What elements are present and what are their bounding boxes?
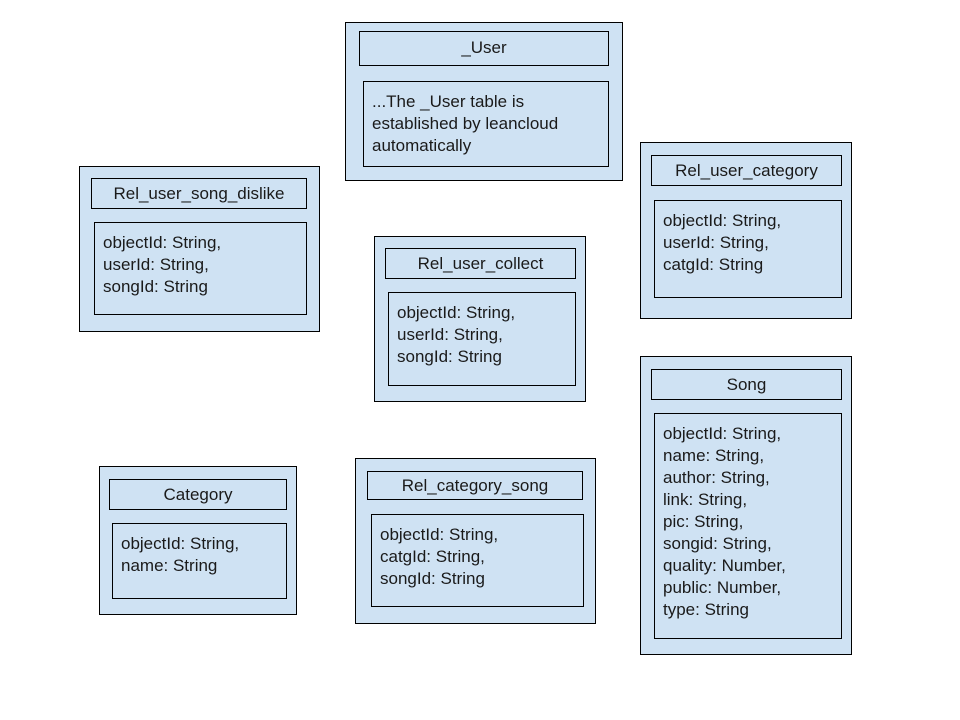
entity-category[interactable]: Category objectId: String, name: String: [99, 466, 297, 615]
field: name: String,: [663, 446, 765, 465]
field: objectId: String,: [103, 233, 222, 252]
entity-fields: objectId: String, userId: String, songId…: [94, 222, 307, 315]
entity-fields: objectId: String, name: String: [112, 523, 287, 599]
field: objectId: String,: [663, 211, 782, 230]
field: link: String,: [663, 490, 748, 509]
field: type: String: [663, 600, 749, 619]
entity-note: ...The _User table is established by lea…: [363, 81, 609, 167]
entity-fields: objectId: String, catgId: String, songId…: [371, 514, 584, 607]
field: userId: String,: [103, 255, 209, 274]
field: objectId: String,: [663, 424, 782, 443]
entity-title: Rel_category_song: [367, 471, 583, 500]
entity-title: Rel_user_collect: [385, 248, 576, 279]
field: catgId: String,: [380, 547, 485, 566]
field: pic: String,: [663, 512, 744, 531]
entity-title: Rel_user_category: [651, 155, 842, 186]
field: songId: String: [380, 569, 485, 588]
entity-title: Rel_user_song_dislike: [91, 178, 307, 209]
entity-rel-user-collect[interactable]: Rel_user_collect objectId: String, userI…: [374, 236, 586, 402]
field: userId: String,: [397, 325, 503, 344]
field: userId: String,: [663, 233, 769, 252]
field: songId: String: [103, 277, 208, 296]
field: songId: String: [397, 347, 502, 366]
field: name: String: [121, 556, 218, 575]
field: objectId: String,: [121, 534, 240, 553]
entity-fields: objectId: String, userId: String, songId…: [388, 292, 576, 386]
entity-song[interactable]: Song objectId: String, name: String, aut…: [640, 356, 852, 655]
entity-title: _User: [359, 31, 609, 66]
field: objectId: String,: [397, 303, 516, 322]
entity-rel-user-song-dislike[interactable]: Rel_user_song_dislike objectId: String, …: [79, 166, 320, 332]
entity-title: Category: [109, 479, 287, 510]
entity-rel-user-category[interactable]: Rel_user_category objectId: String, user…: [640, 142, 852, 319]
field: public: Number,: [663, 578, 782, 597]
entity-fields: objectId: String, userId: String, catgId…: [654, 200, 842, 298]
field: quality: Number,: [663, 556, 786, 575]
entity-user[interactable]: _User ...The _User table is established …: [345, 22, 623, 181]
note-text: ...The _User table is established by lea…: [372, 92, 559, 155]
entity-title: Song: [651, 369, 842, 400]
field: objectId: String,: [380, 525, 499, 544]
field: songid: String,: [663, 534, 772, 553]
entity-rel-category-song[interactable]: Rel_category_song objectId: String, catg…: [355, 458, 596, 624]
field: author: String,: [663, 468, 770, 487]
field: catgId: String: [663, 255, 764, 274]
entity-fields: objectId: String, name: String, author: …: [654, 413, 842, 639]
